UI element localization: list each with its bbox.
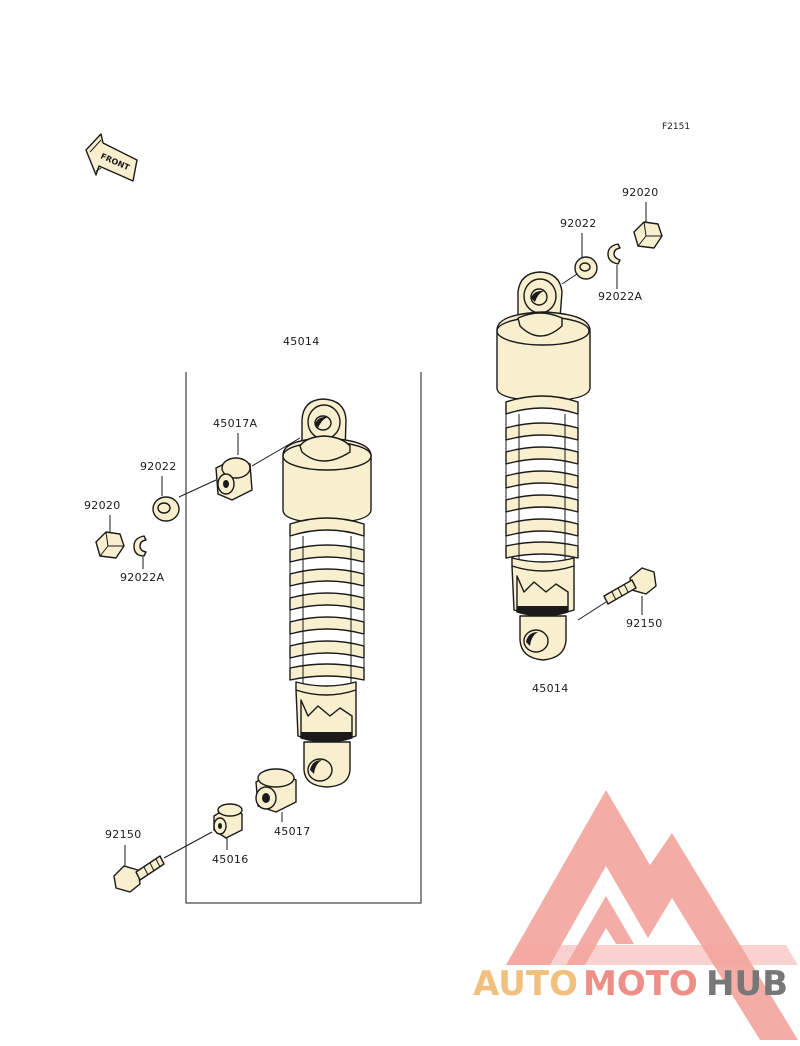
right-spring <box>505 395 579 568</box>
label-92022a-left: 92022A <box>120 571 164 584</box>
label-92022-left: 92022 <box>140 460 177 473</box>
label-92020-left: 92020 <box>84 499 121 512</box>
clip-92022a-right <box>607 243 621 265</box>
right-hardware: 92022 92022A 92020 92150 45014 <box>532 186 663 695</box>
collar-45016 <box>213 803 243 839</box>
label-92150-right: 92150 <box>626 617 663 630</box>
label-92020-right: 92020 <box>622 186 659 199</box>
washer-92022-left <box>152 496 180 522</box>
label-92022-right: 92022 <box>560 217 597 230</box>
figure-code: F2151 <box>662 122 690 132</box>
left-spring <box>289 517 365 690</box>
left-shock-absorber <box>282 398 372 788</box>
watermark-moto: MOTO <box>583 964 698 1004</box>
label-45016: 45016 <box>212 853 249 866</box>
label-45014-right: 45014 <box>532 682 569 695</box>
front-arrow-icon: FRONT <box>85 133 138 182</box>
nut-92020-left <box>95 531 125 559</box>
bushing-45017 <box>255 768 297 813</box>
automotohub-logo-icon <box>506 790 798 1040</box>
bushing-45017a <box>215 457 253 501</box>
right-shock-absorber <box>496 271 591 661</box>
clip-92022a-left <box>133 535 147 557</box>
watermark-text: AUTO MOTO HUB <box>473 964 788 1004</box>
bolt-92150-left <box>113 855 165 893</box>
label-45017a: 45017A <box>213 417 257 430</box>
label-92150-left: 92150 <box>105 828 142 841</box>
bolt-92150-right <box>603 567 657 605</box>
watermark-hub: HUB <box>706 964 788 1004</box>
watermark-auto: AUTO <box>473 964 578 1004</box>
label-45017: 45017 <box>274 825 311 838</box>
nut-92020-right <box>633 221 663 249</box>
label-45014-left: 45014 <box>283 335 320 348</box>
label-92022a-right: 92022A <box>598 290 642 303</box>
group-bracket <box>185 372 422 904</box>
left-hardware: 45017A 92022 92020 92022A 45017 <box>84 417 311 893</box>
washer-92022-right <box>574 256 598 280</box>
